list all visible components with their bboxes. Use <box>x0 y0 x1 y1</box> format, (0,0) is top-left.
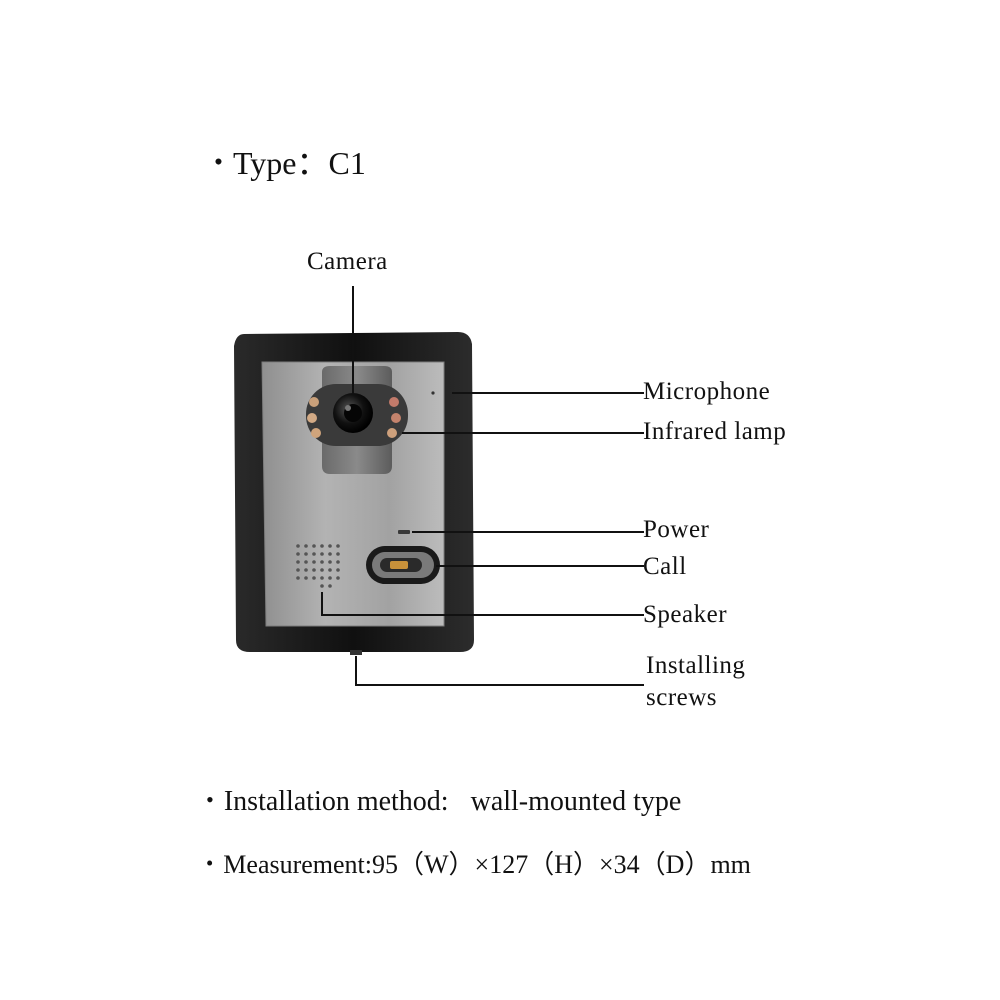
speaker-grille-icon <box>296 544 340 588</box>
microphone-label: Microphone <box>643 378 771 405</box>
installation-method-label: Installation method: <box>223 786 449 817</box>
speaker-leader <box>321 592 644 616</box>
camera-label: Camera <box>307 248 388 275</box>
screw-notch-icon <box>350 650 362 655</box>
leader-lines <box>321 286 644 686</box>
screws-leader <box>355 656 644 686</box>
installation-method-value: wall-mounted type <box>470 786 682 817</box>
installing-screws-label-line1: Installing <box>646 652 746 679</box>
type-value: C1 <box>328 145 366 181</box>
installation-method-spec: • Installation method: wall-mounted type <box>206 786 681 818</box>
speaker-label: Speaker <box>643 601 728 628</box>
infrared-lamp-label: Infrared lamp <box>643 418 787 445</box>
measurement-label: Measurement <box>223 850 365 879</box>
measurement-value: :95（W）×127（H）×34（D）mm <box>364 850 751 879</box>
type-spec: • Type：C1 <box>214 138 366 184</box>
power-indicator-icon <box>398 530 410 534</box>
type-label: Type： <box>232 145 329 181</box>
bullet-icon: • <box>206 851 214 875</box>
call-label: Call <box>643 553 687 580</box>
microphone-hole-icon <box>431 391 435 395</box>
power-label: Power <box>643 516 710 543</box>
infrared-led-icons <box>307 397 401 438</box>
measurement-spec: • Measurement:95（W）×127（H）×34（D）mm <box>206 844 751 881</box>
installing-screws-label-line2: screws <box>646 684 718 711</box>
bullet-icon: • <box>214 147 223 177</box>
bullet-icon: • <box>206 786 214 812</box>
